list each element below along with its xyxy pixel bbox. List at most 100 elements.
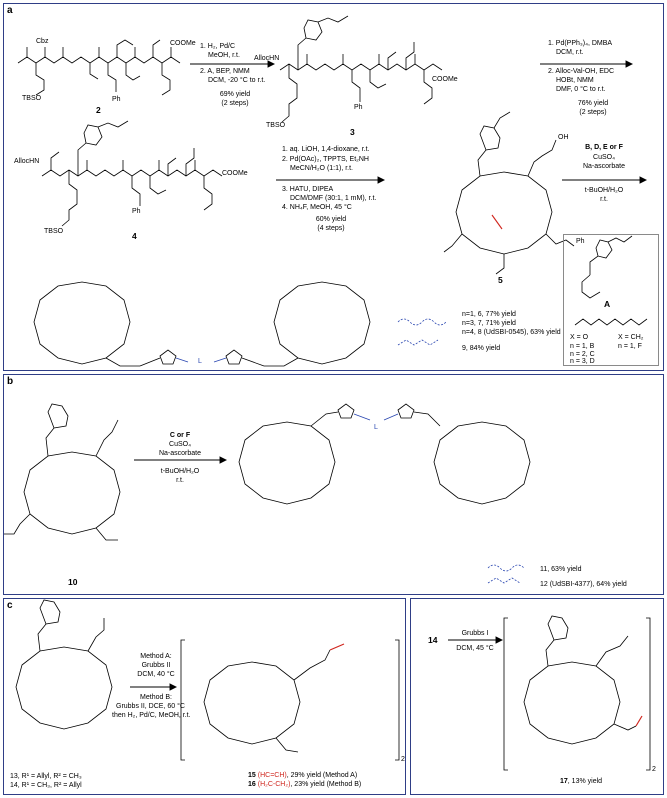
product-11: 11, 63% yield xyxy=(540,566,582,573)
label-tbso-4: TBSO xyxy=(44,228,64,235)
c-right-line1: Grubbs I xyxy=(461,630,489,637)
label-ph-4: Ph xyxy=(132,208,141,215)
step4-line2: CuSO₄ xyxy=(593,154,615,161)
step4-line3: Na-ascorbate xyxy=(582,163,626,170)
label-alloc-3: AllocHN xyxy=(254,55,280,62)
panel-a-label: a xyxy=(7,5,13,16)
product-16-number: 16 xyxy=(248,781,256,788)
step1-line2: MeOH, r.t. xyxy=(208,52,240,59)
b-cond-line2: CuSO₄ xyxy=(169,441,191,448)
product-17-number: 17 xyxy=(560,778,568,785)
structure-10-macrocycle xyxy=(23,451,121,535)
step3-line1: 1. aq. LiOH, 1,4-dioxane, r.t. xyxy=(282,146,370,153)
linker-L-2: L xyxy=(374,424,378,431)
step1-line3: 2. A, BEP, NMM xyxy=(200,68,250,75)
step3-line2: 2. Pd(OAc)₂, TPPTS, Et₂NH xyxy=(282,156,369,163)
step2-line2: DCM, r.t. xyxy=(556,49,584,56)
compound-4-label: 4 xyxy=(132,231,137,241)
step3-line6: 4. NH₄F, MeOH, 45 °C xyxy=(282,204,352,211)
structure-2-backbone xyxy=(17,56,181,64)
bracket-subscript-2: 2 xyxy=(401,756,405,763)
compound-5-label: 5 xyxy=(498,275,503,285)
method-a-line2: Grubbs II xyxy=(141,662,171,669)
b-cond-line4: t-BuOH/H₂O xyxy=(160,468,200,475)
product-8: n=4, 8 (UdSBI-0545), 63% yield xyxy=(462,329,561,336)
method-a-line1: Method A: xyxy=(140,653,172,660)
product-12: 12 (UdSBI-4377), 64% yield xyxy=(540,581,627,588)
compound-3-label: 3 xyxy=(350,127,355,137)
method-b-line3: then H₂, Pd/C, MeOH, r.t. xyxy=(112,712,191,719)
panel-c-right-frame xyxy=(410,598,664,795)
product-15: 15 (HC=CH), 29% yield (Method A) xyxy=(248,772,357,781)
method-b-line2: Grubbs II, DCE, 60 °C xyxy=(116,703,185,710)
structure-5-macrocycle xyxy=(455,171,553,255)
product-7: n=3, 7, 71% yield xyxy=(462,320,516,327)
step3-yield: 60% yield xyxy=(315,216,347,223)
step3-line4: 3. HATU, DIPEA xyxy=(282,186,334,193)
structure-3-backbone xyxy=(279,63,443,71)
step2-line4: HOBt, NMM xyxy=(556,77,594,84)
inset-c: n = 2, C xyxy=(570,351,595,358)
label-ph-5: Ph xyxy=(576,238,585,245)
label-cbz: Cbz xyxy=(36,38,49,45)
linker-L-1: L xyxy=(198,358,202,365)
step1-steps: (2 steps) xyxy=(221,100,249,107)
compound-14-label: 14, R¹ = CH₃, R² = Allyl xyxy=(10,782,82,789)
label-tbso-3: TBSO xyxy=(266,122,286,129)
step3-steps: (4 steps) xyxy=(317,225,345,232)
c-right-reactant: 14 xyxy=(428,635,438,645)
panel-b-frame xyxy=(3,374,664,595)
step3-line5: DCM/DMF (30:1, 1 mM), r.t. xyxy=(290,195,377,202)
step1-yield: 69% yield xyxy=(219,91,251,98)
product-6: n=1, 6, 77% yield xyxy=(462,311,516,318)
panel-c-label: c xyxy=(7,600,13,611)
method-b-line1: Method B: xyxy=(140,694,172,701)
label-ph-3: Ph xyxy=(354,104,363,111)
label-cooMe-4: COOMe xyxy=(222,170,248,177)
product-9: 9, 84% yield xyxy=(462,345,501,352)
label-oh-5: OH xyxy=(558,134,569,141)
inset-d: n = 3, D xyxy=(570,358,595,365)
inset-f: n = 1, F xyxy=(618,343,642,350)
compound-13-label: 13, R¹ = Allyl, R² = CH₃ xyxy=(10,773,82,780)
b-cond-line1: C or F xyxy=(169,432,191,439)
step1-line1: 1. H₂, Pd/C xyxy=(200,43,236,50)
bracket-subscript-2b: 2 xyxy=(652,766,656,773)
product-16-yield: , 23% yield (Method B) xyxy=(290,781,362,788)
label-cooMe-2: COOMe xyxy=(170,40,196,47)
label-alloc-4: AllocHN xyxy=(14,158,40,165)
step2-line3: 2. Alloc-Val-OH, EDC xyxy=(548,68,614,75)
b-cond-line5: r.t. xyxy=(176,477,184,484)
panel-b-label: b xyxy=(7,376,14,387)
product-17-yield: , 13% yield xyxy=(567,778,603,785)
inset-label-A: A xyxy=(604,299,611,309)
step3-line3: MeCN/H₂O (1:1), r.t. xyxy=(290,165,354,172)
compound-2-label: 2 xyxy=(96,105,101,115)
product-16: 16 (H₂C-CH₂), 23% yield (Method B) xyxy=(248,781,361,790)
label-ph-2: Ph xyxy=(112,96,121,103)
method-a-line3: DCM, 40 °C xyxy=(137,671,175,678)
step4-line4: t-BuOH/H₂O xyxy=(584,187,624,194)
step2-yield: 76% yield xyxy=(577,100,609,107)
panel-c-frame xyxy=(3,598,406,795)
compound-10-label: 10 xyxy=(68,577,78,587)
step2-line1: 1. Pd(PPh₃)₄, DMBA xyxy=(548,40,613,47)
product-16-tag: (H₂C-CH₂) xyxy=(257,781,291,788)
label-tbso-2: TBSO xyxy=(22,95,42,102)
product-17: 17, 13% yield xyxy=(560,778,602,787)
step1-line4: DCM, -20 °C to r.t. xyxy=(208,77,266,84)
step4-line1: B, D, E or F xyxy=(585,144,623,151)
inset-x-ch2: X = CH₂ xyxy=(618,334,644,341)
label-cooMe-3: COOMe xyxy=(432,76,458,83)
step2-line5: DMF, 0 °C to r.t. xyxy=(556,86,606,93)
inset-b: n = 1, B xyxy=(570,343,595,350)
product-15-number: 15 xyxy=(248,772,256,779)
reagent-inset xyxy=(563,234,659,366)
step4-line5: r.t. xyxy=(600,196,608,203)
step2-steps: (2 steps) xyxy=(579,109,607,116)
product-15-yield: , 29% yield (Method A) xyxy=(286,772,358,779)
c-right-line2: DCM, 45 °C xyxy=(456,645,494,652)
inset-x-o: X = O xyxy=(570,334,589,341)
panel-a-frame xyxy=(3,3,664,371)
